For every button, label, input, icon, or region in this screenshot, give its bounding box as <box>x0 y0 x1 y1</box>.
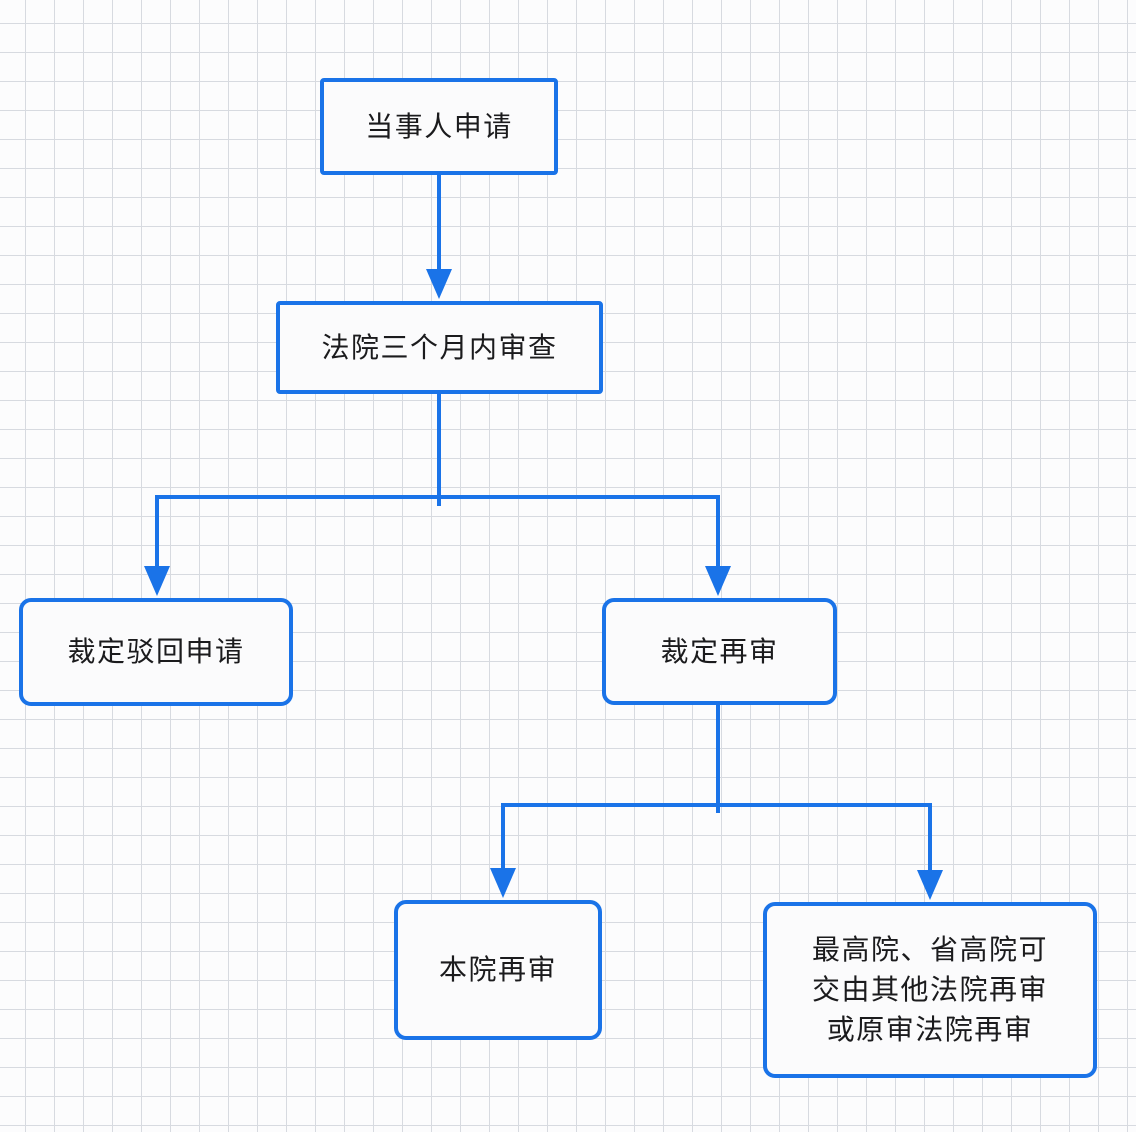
connector-split-bar-bottom <box>501 803 932 807</box>
arrow-down-icon <box>426 269 452 299</box>
node-label: 裁定驳回申请 <box>67 636 245 667</box>
arrow-down-icon <box>490 868 516 898</box>
node-label: 本院再审 <box>438 954 557 985</box>
node-label: 法院三个月内审查 <box>321 331 558 363</box>
node-retrial-ruling: 裁定再审 <box>602 598 837 705</box>
node-label: 裁定再审 <box>660 635 779 667</box>
node-label-line: 或原审法院再审 <box>826 1014 1034 1045</box>
node-other-court-retrial: 最高院、省高院可 交由其他法院再审 或原审法院再审 <box>763 902 1097 1078</box>
node-party-application: 当事人申请 <box>320 78 558 175</box>
connector-to-retrial <box>716 495 720 570</box>
connector-apply-review <box>437 175 441 271</box>
connector-to-same-court <box>501 803 505 870</box>
connector-retrial-stem <box>716 705 720 813</box>
node-label-line: 交由其他法院再审 <box>811 974 1048 1005</box>
node-same-court-retrial: 本院再审 <box>394 900 602 1040</box>
node-label: 最高院、省高院可 交由其他法院再审 或原审法院再审 <box>812 930 1048 1050</box>
arrow-down-icon <box>144 566 170 596</box>
node-reject-application: 裁定驳回申请 <box>19 598 293 706</box>
node-label: 当事人申请 <box>365 110 513 142</box>
node-label-line: 最高院、省高院可 <box>811 934 1048 965</box>
connector-split-bar-top <box>155 495 720 499</box>
connector-to-other-court <box>928 803 932 872</box>
arrow-down-icon <box>917 870 943 900</box>
node-court-review: 法院三个月内审查 <box>276 301 603 394</box>
connector-review-stem <box>437 394 441 506</box>
arrow-down-icon <box>705 566 731 596</box>
connector-to-reject <box>155 495 159 570</box>
